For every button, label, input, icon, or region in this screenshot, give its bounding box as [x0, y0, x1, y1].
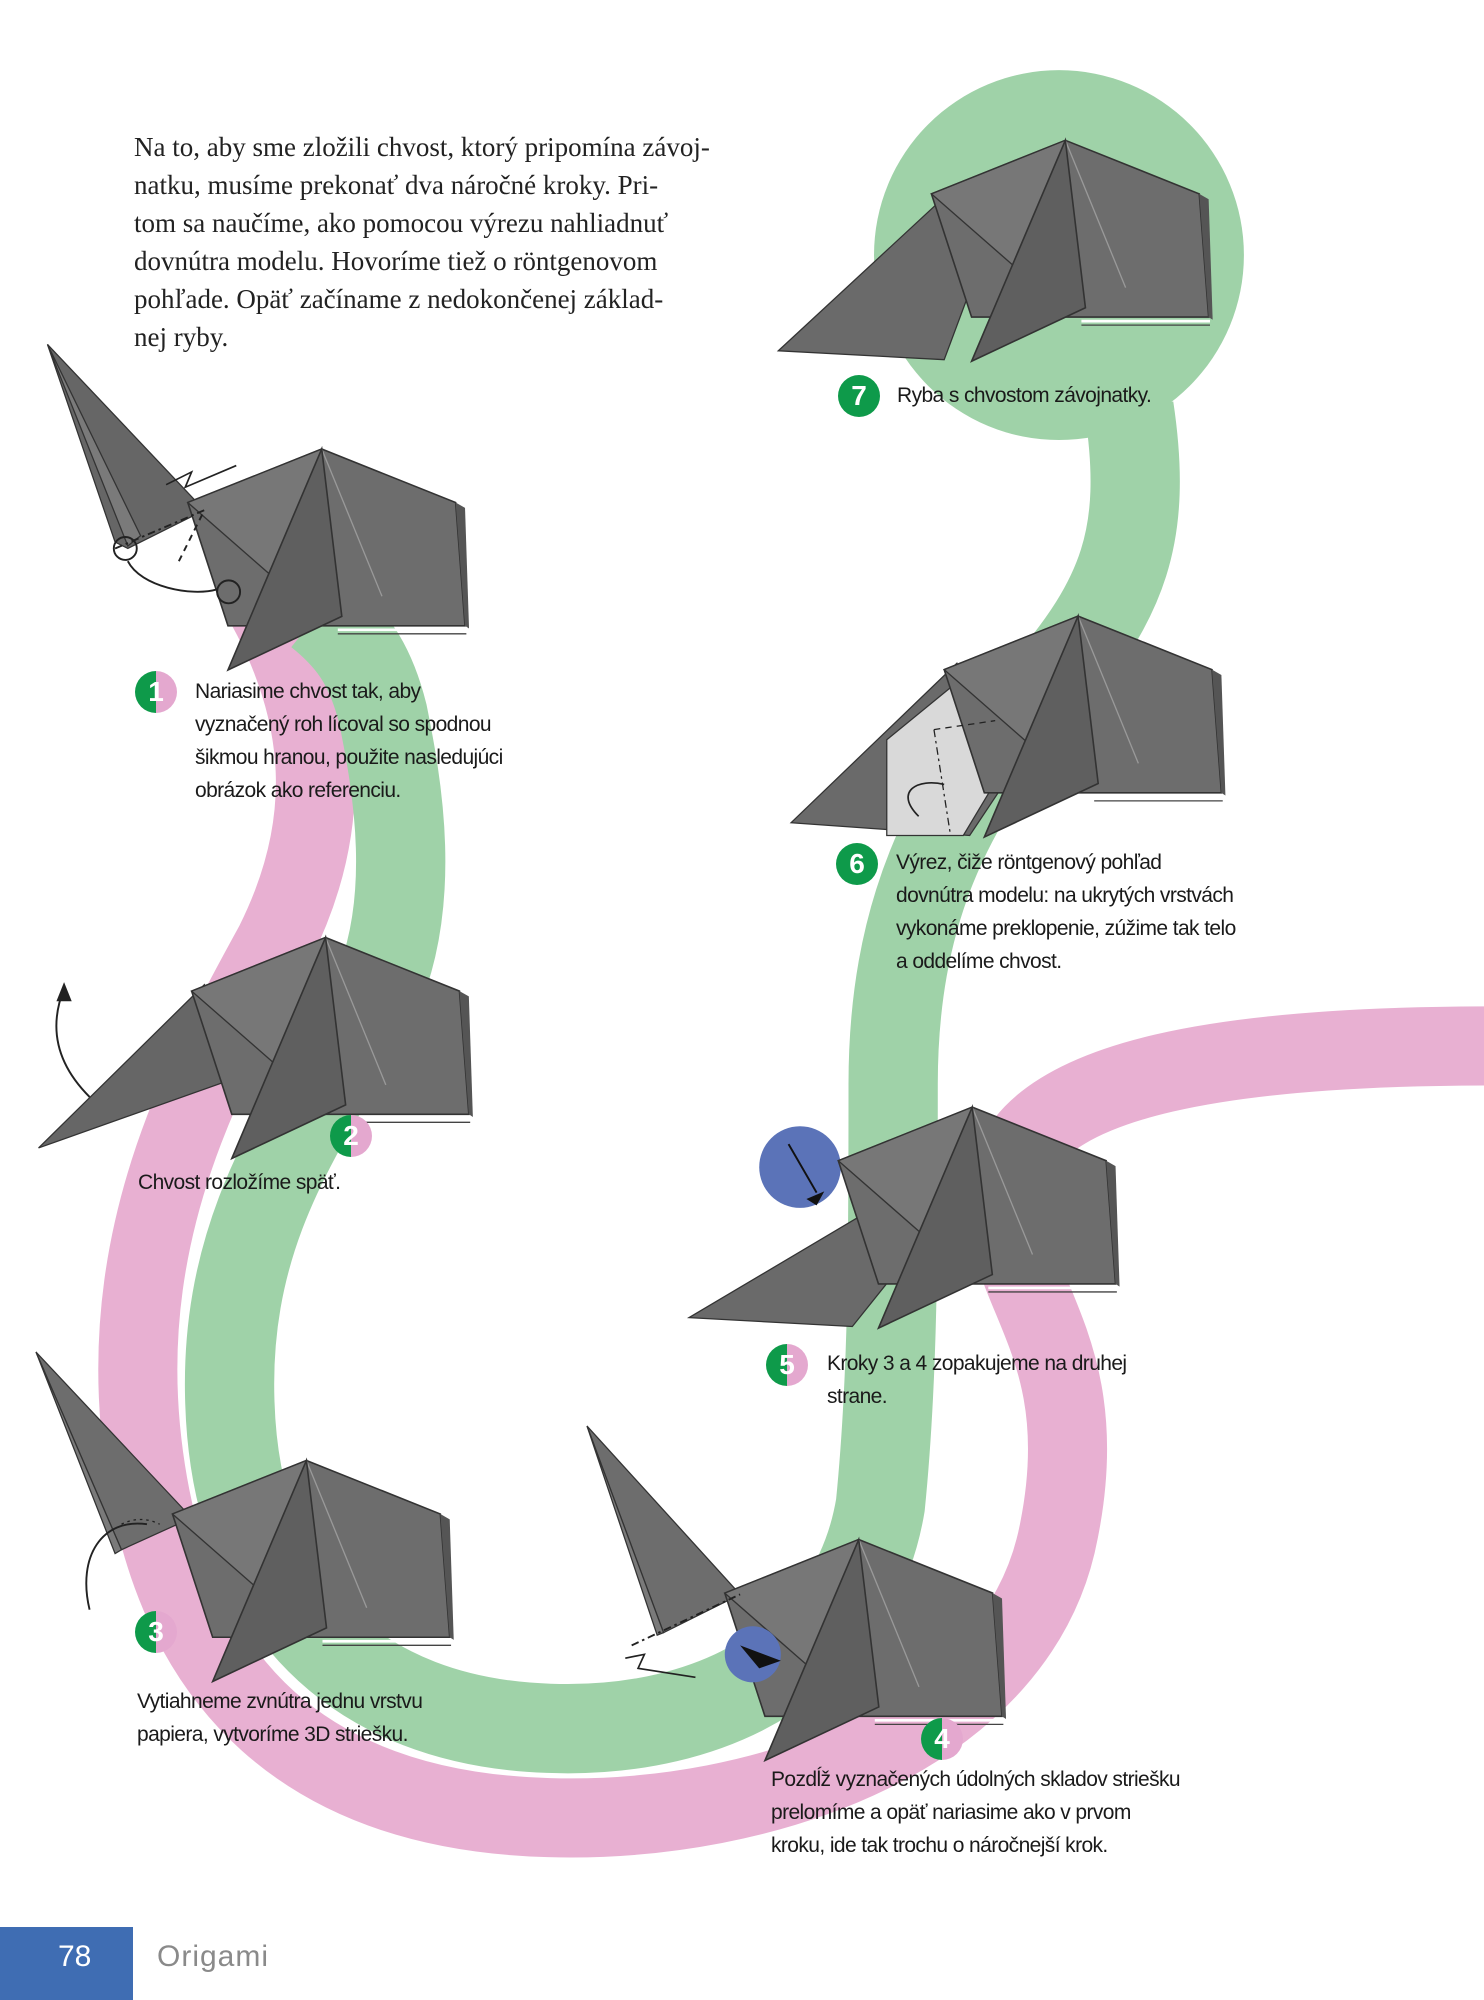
step-1-text: Nariasime chvost tak, aby vyznačený roh …	[195, 675, 503, 807]
fish-step-3	[35, 1351, 456, 1683]
step-badge-2: 2	[330, 1115, 372, 1157]
intro-paragraph: Na to, aby sme zložili chvost, ktorý pri…	[134, 128, 719, 356]
text-line: dovnútra modelu: na ukrytých vrstvách	[896, 884, 1234, 907]
step-badge-1: 1	[135, 671, 177, 713]
text-line: a oddelíme chvost.	[896, 950, 1062, 973]
text-line: Kroky 3 a 4 zopakujeme na druhej	[827, 1352, 1127, 1375]
text-line: šikmou hranou, použite nasledujúci	[195, 746, 503, 769]
text-line: Výrez, čiže röntgenový pohľad	[896, 851, 1162, 874]
fish-step-7	[776, 138, 1215, 363]
intro-line: Na to, aby sme zložili chvost, ktorý pri…	[134, 132, 710, 162]
step-3-text: Vytiahneme zvnútra jednu vrstvu papiera,…	[137, 1685, 423, 1751]
step-badge-5: 5	[766, 1344, 808, 1386]
step-6-text: Výrez, čiže röntgenový pohľad dovnútra m…	[896, 846, 1236, 978]
text-line: Nariasime chvost tak, aby	[195, 680, 421, 703]
book-title: Origami	[157, 1940, 270, 1973]
text-line: obrázok ako referenciu.	[195, 779, 401, 802]
fish-step-5	[686, 1105, 1121, 1330]
fish-step-4	[586, 1425, 1008, 1762]
text-line: kroku, ide tak trochu o náročnejší krok.	[771, 1834, 1108, 1857]
text-line: vyznačený roh lícoval so spodnou	[195, 713, 492, 736]
text-line: Pozdĺž vyznačených údolných skladov stri…	[771, 1768, 1181, 1791]
text-line: vykonáme preklopenie, zúžime tak telo	[896, 917, 1236, 940]
step-4-text: Pozdĺž vyznačených údolných skladov stri…	[771, 1763, 1181, 1862]
intro-line: nej ryby.	[134, 322, 229, 352]
page-number-box	[0, 1927, 133, 2000]
text-line: papiera, vytvoríme 3D striešku.	[137, 1723, 408, 1746]
text-line: prelomíme a opäť nariasime ako v prvom	[771, 1801, 1131, 1824]
blue-marker	[759, 1126, 841, 1208]
step-badge-7: 7	[838, 375, 880, 417]
text-line: Ryba s chvostom závojnatky.	[897, 384, 1152, 407]
step-badge-4: 4	[921, 1718, 963, 1760]
intro-line: tom sa naučíme, ako pomocou výrezu nahli…	[134, 208, 669, 238]
step-7-text: Ryba s chvostom závojnatky.	[897, 379, 1152, 412]
step-badge-3: 3	[135, 1611, 177, 1653]
text-line: Chvost rozložíme späť.	[138, 1171, 341, 1194]
page-number: 78	[58, 1940, 92, 1973]
text-line: strane.	[827, 1385, 888, 1408]
step-2-text: Chvost rozložíme späť.	[138, 1166, 341, 1199]
intro-line: natku, musíme prekonať dva náročné kroky…	[134, 170, 659, 200]
step-5-text: Kroky 3 a 4 zopakujeme na druhej strane.	[827, 1347, 1127, 1413]
text-line: Vytiahneme zvnútra jednu vrstvu	[137, 1690, 423, 1713]
fish-step-2	[38, 936, 475, 1160]
fish-step-6	[789, 614, 1227, 839]
intro-line: pohľade. Opäť začíname z nedokončenej zá…	[134, 284, 664, 314]
step-badge-6: 6	[836, 843, 878, 885]
intro-line: dovnútra modelu. Hovoríme tiež o röntgen…	[134, 246, 658, 276]
fish-step-1	[46, 343, 471, 672]
